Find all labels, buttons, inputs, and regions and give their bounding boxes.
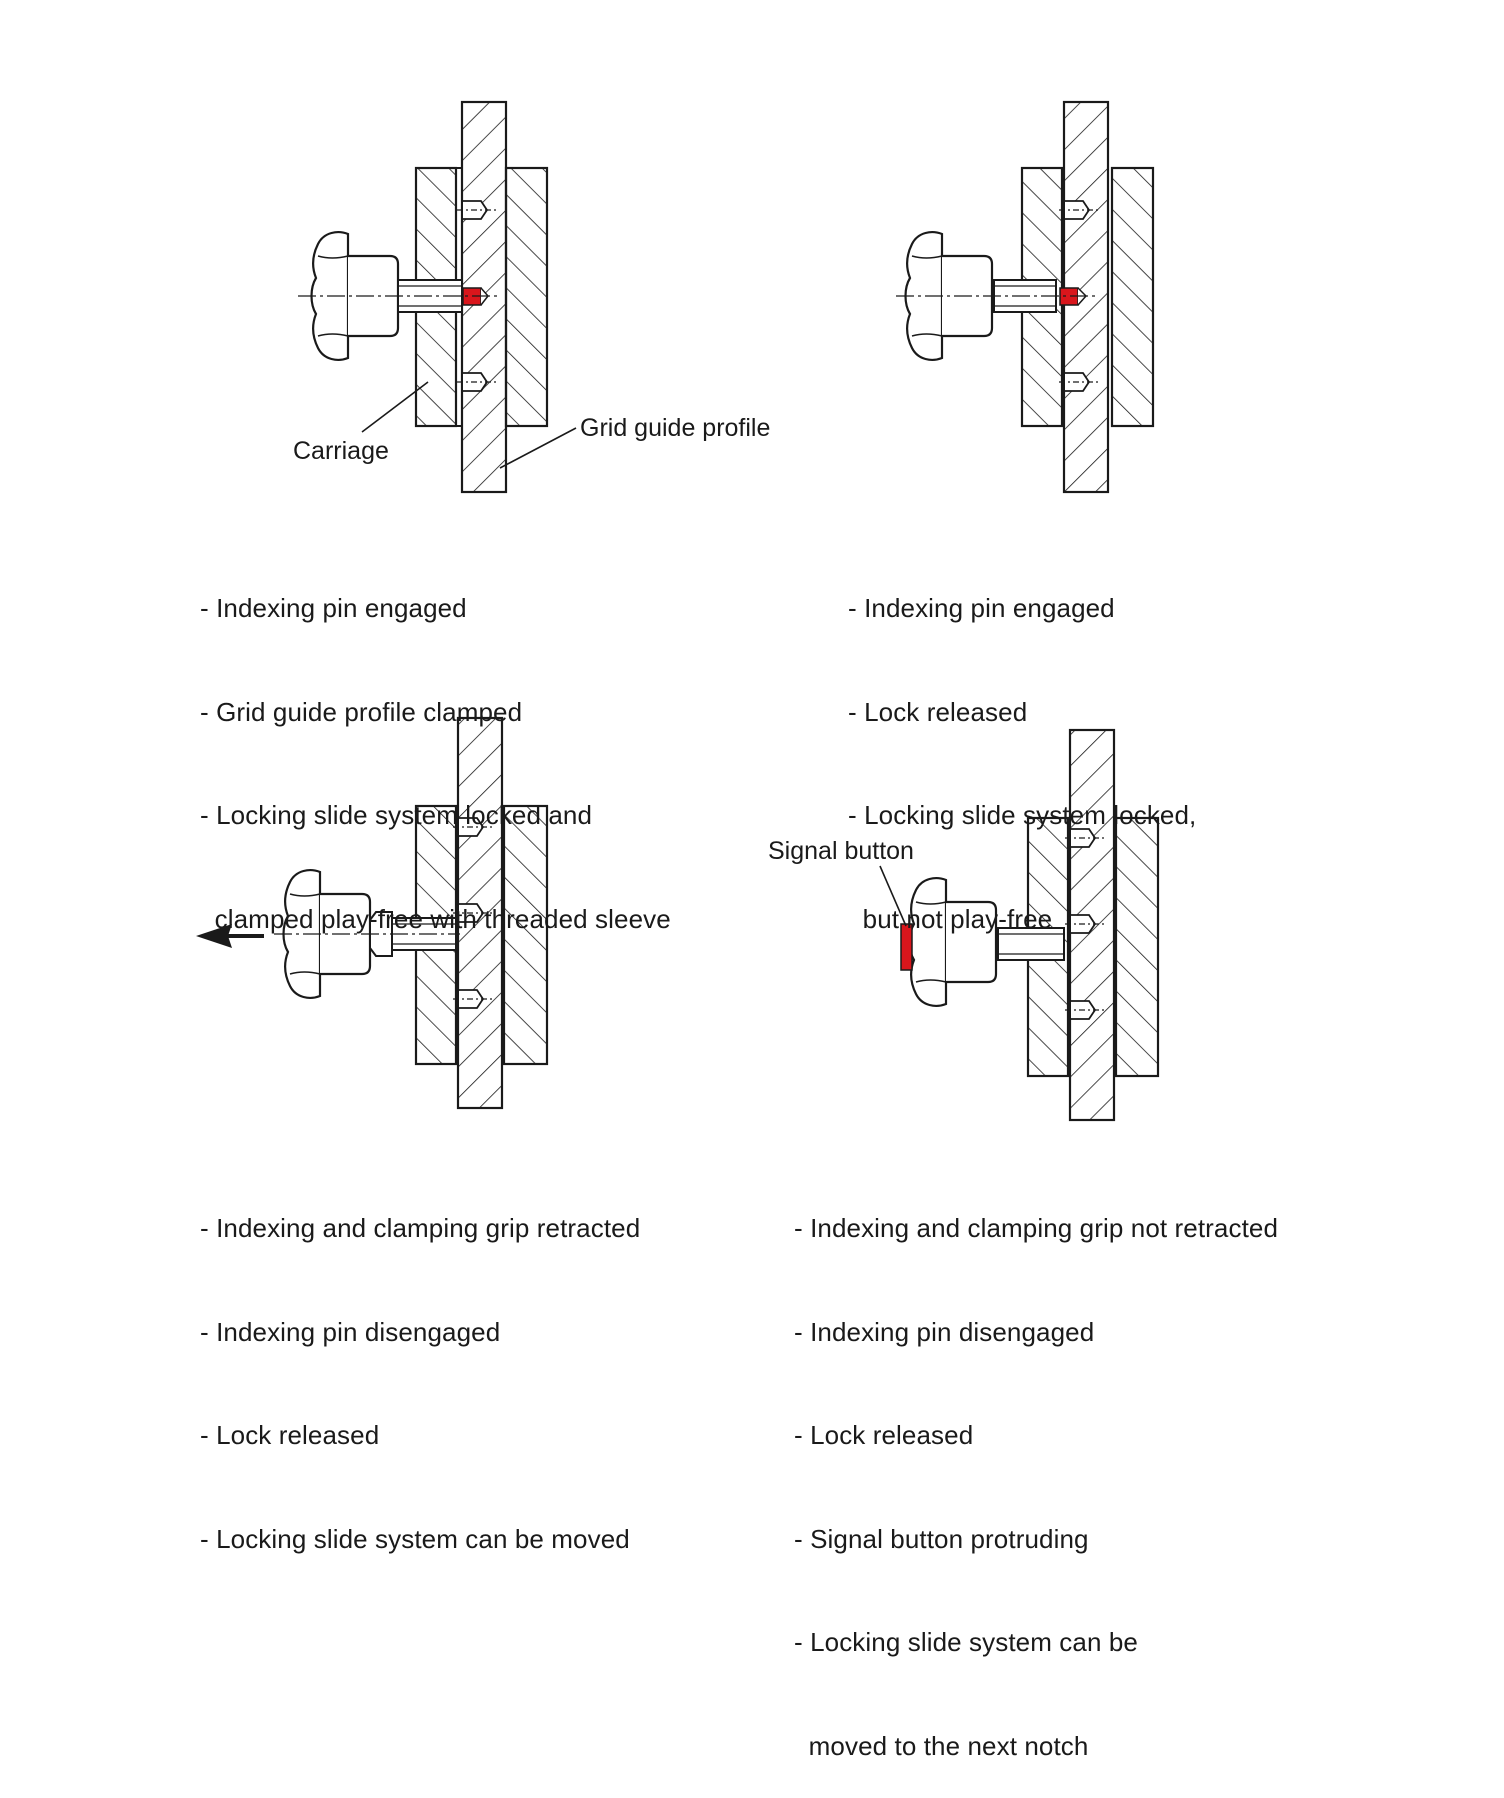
panel-4-drawing: Signal button xyxy=(768,728,1160,1122)
carriage-block-right xyxy=(1110,166,1155,428)
caption-line: - Signal button protruding xyxy=(794,1523,1089,1554)
label-grid-guide-profile: Grid guide profile xyxy=(580,414,770,442)
diagram-stage: Carriage Grid guide profile xyxy=(196,100,1278,1761)
caption-panel-2: - Indexing pin engaged - Lock released -… xyxy=(848,522,1196,971)
caption-line: - Locking slide system can be xyxy=(794,1627,1138,1657)
label-signal-button: Signal button xyxy=(768,837,914,865)
caption-line: - Indexing pin engaged xyxy=(200,593,467,623)
carriage-block-right xyxy=(502,804,549,1066)
diagram-svg: Carriage Grid guide profile xyxy=(196,100,1160,1122)
caption-panel-4: - Indexing and clamping grip not retract… xyxy=(794,1142,1278,1798)
panel-1-drawing: Carriage Grid guide profile xyxy=(293,100,770,494)
caption-line: - Locking slide system locked, xyxy=(848,800,1197,830)
threaded-sleeve xyxy=(997,927,1065,961)
caption-line: - Indexing and clamping grip retracted xyxy=(200,1213,641,1243)
caption-line: - Grid guide profile clamped xyxy=(200,696,523,727)
caption-line: - Indexing pin engaged xyxy=(848,593,1115,623)
label-carriage: Carriage xyxy=(293,437,389,465)
panel-3-drawing xyxy=(196,716,549,1110)
retract-arrow-icon xyxy=(196,924,232,948)
caption-line: - Indexing pin disengaged xyxy=(200,1316,501,1347)
caption-line: - Indexing and clamping grip not retract… xyxy=(794,1213,1279,1243)
caption-line: clamped play-free with threaded sleeve xyxy=(200,903,671,934)
caption-line: - Lock released xyxy=(794,1420,974,1450)
caption-line: - Lock released xyxy=(200,1420,380,1450)
signal-button-highlight xyxy=(900,923,913,971)
caption-line: but not play-free xyxy=(848,903,1053,934)
caption-line: - Locking slide system locked and xyxy=(200,800,593,830)
caption-line: - Lock released xyxy=(848,696,1028,727)
caption-line: - Indexing pin disengaged xyxy=(794,1316,1095,1347)
caption-panel-1: - Indexing pin engaged - Grid guide prof… xyxy=(200,522,671,971)
carriage-block-right xyxy=(504,166,549,428)
caption-line: - Locking slide system can be moved xyxy=(200,1523,630,1554)
carriage-block-right xyxy=(1114,816,1160,1078)
panel-2-drawing xyxy=(896,100,1155,494)
caption-panel-3: - Indexing and clamping grip retracted -… xyxy=(200,1142,640,1591)
caption-line: moved to the next notch xyxy=(794,1730,1089,1761)
